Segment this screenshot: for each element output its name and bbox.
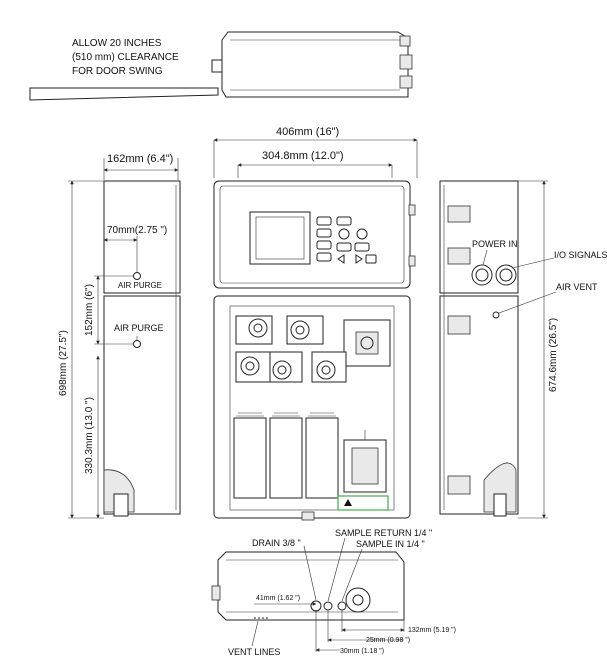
pump: [311, 351, 347, 383]
keypad-button: [316, 228, 332, 238]
pump: [235, 351, 271, 383]
reagent-bottle: [305, 412, 339, 499]
hinge: [447, 315, 471, 335]
power-in-connector: [471, 264, 493, 286]
highlight-label-plate: [337, 495, 389, 511]
dim-25-label: 25mm (0.98 "): [366, 637, 410, 644]
dim-41-label: 41mm (1.62 "): [256, 595, 300, 602]
fitting: [211, 59, 223, 73]
air-vent-fitting: [492, 311, 500, 319]
hinge-bottom: [399, 75, 413, 89]
arrow-right-icon: [355, 254, 363, 264]
reagent-bottle: [233, 412, 267, 499]
clearance-note-line3: FOR DOOR SWING: [72, 66, 163, 77]
keypad-button: [316, 240, 332, 250]
top-view: ALLOW 20 INCHES (510 mm) CLEARANCE FOR D…: [29, 31, 413, 101]
overall-height-label: 698mm (27.5"): [58, 330, 69, 396]
inner-width-label: 304.8mm (12.0"): [262, 150, 344, 162]
sample-conditioning-unit: [343, 430, 387, 493]
keypad-button: [365, 254, 377, 264]
keypad-round-button: [356, 228, 368, 240]
sample-in-port: [337, 601, 347, 611]
purge-offset-label: 70mm(2.75 "): [107, 225, 167, 236]
sample-housing: [483, 462, 517, 513]
controller-enclosure: [213, 180, 411, 289]
air-vent-label: AIR VENT: [556, 282, 598, 292]
keypad-round-button: [338, 228, 350, 240]
side-upper-box: [103, 180, 181, 294]
lower-height-label: 330.3mm (13.0 "): [84, 397, 95, 474]
hinge: [447, 247, 471, 265]
pump: [269, 351, 303, 383]
side-depth-label: 162mm (6.4"): [107, 153, 173, 165]
sample-in-label: SAMPLE IN 1/4 ": [356, 539, 425, 549]
enclosure-top-outline: [221, 31, 409, 98]
air-purge-fitting: [133, 272, 141, 280]
arrow-left-icon: [337, 254, 345, 264]
clearance-note-line2: (510 mm) CLEARANCE: [72, 52, 179, 63]
display-screen: [249, 211, 311, 265]
drain-port: [310, 600, 322, 612]
reagent-bottle: [269, 412, 303, 499]
dim-132-label: 132mm (5.19 "): [408, 627, 456, 634]
enclosure-bottom-outline: [217, 551, 405, 621]
overall-width-label: 406mm (16"): [276, 126, 339, 138]
hinge-mid: [399, 54, 413, 70]
hinge: [447, 205, 471, 223]
vent-lines-label: VENT LINES: [228, 647, 280, 657]
sample-return-port: [323, 601, 333, 611]
bottom-pump: [345, 587, 371, 613]
keypad-button: [316, 252, 332, 262]
air-purge-label-2: AIR PURGE: [114, 323, 164, 333]
front-view: 406mm (16") 304.8mm (12.0"): [213, 126, 418, 521]
hinge: [447, 475, 471, 495]
io-signals-label: I/O SIGNALS: [554, 250, 607, 260]
sample-fitting: [493, 493, 507, 517]
bottom-view: DRAIN 3/8 " SAMPLE RETURN 1/4 " SAMPLE I…: [211, 528, 456, 657]
keypad-button: [354, 242, 370, 252]
warning-icon: [344, 499, 352, 506]
dim-30-label: 30mm (1.18 "): [340, 648, 384, 655]
power-in-label: POWER IN: [472, 239, 518, 249]
sample-return-label: SAMPLE RETURN 1/4 ": [335, 528, 432, 538]
keypad-button: [336, 216, 352, 226]
drain-fitting: [113, 493, 129, 517]
pump: [235, 315, 273, 345]
purge-spacing-label: 152mm (6"): [84, 284, 95, 336]
keypad-button: [336, 242, 352, 252]
pump: [286, 315, 324, 345]
drain-label: DRAIN 3/8 ": [252, 538, 301, 548]
right-height-label: 674.6mm (26.5"): [548, 318, 559, 392]
left-side-view: 162mm (6.4") 70mm(2.75 ") AIR PURGE AIR …: [58, 153, 181, 519]
clearance-note-line1: ALLOW 20 INCHES: [72, 38, 162, 49]
door-outline: [29, 87, 219, 101]
air-purge-fitting: [133, 340, 141, 348]
valve-manifold: [343, 319, 391, 367]
io-signals-connector: [495, 264, 517, 286]
right-side-view: POWER IN I/O SIGNALS AIR VENT 674.6mm (2…: [439, 180, 607, 519]
hinge-top: [399, 35, 411, 47]
air-purge-label-1: AIR PURGE: [118, 281, 162, 290]
keypad-button: [316, 216, 332, 226]
